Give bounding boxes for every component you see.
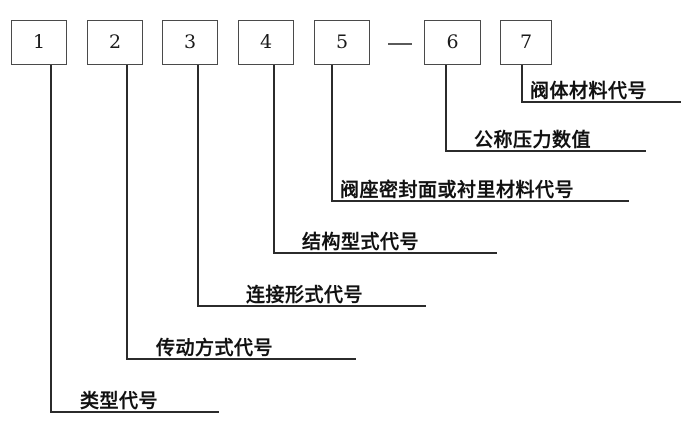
callout-label-3: 连接形式代号 (246, 284, 364, 306)
leader-line-horizontal-4 (273, 252, 497, 254)
code-box-4: 4 (238, 20, 294, 65)
leader-line-horizontal-6 (445, 150, 646, 152)
leader-line-vertical-1 (50, 65, 52, 413)
leader-line-vertical-3 (197, 65, 199, 307)
code-box-2: 2 (87, 20, 143, 65)
code-box-5: 5 (314, 20, 370, 65)
callout-label-2: 传动方式代号 (156, 337, 274, 359)
leader-line-vertical-7 (521, 65, 523, 103)
code-box-1: 1 (11, 20, 67, 65)
callout-label-7: 阀体材料代号 (530, 80, 648, 102)
leader-line-vertical-5 (331, 65, 333, 202)
leader-line-horizontal-7 (521, 101, 681, 103)
leader-line-vertical-2 (126, 65, 128, 360)
callout-label-5: 阀座密封面或衬里材料代号 (340, 179, 575, 201)
leader-line-horizontal-1 (50, 411, 219, 413)
leader-line-horizontal-3 (197, 305, 426, 307)
code-box-6: 6 (424, 20, 481, 65)
leader-line-horizontal-5 (331, 200, 629, 202)
code-box-3: 3 (162, 20, 218, 65)
leader-line-horizontal-2 (126, 358, 356, 360)
code-box-7: 7 (500, 20, 552, 65)
callout-label-4: 结构型式代号 (302, 231, 420, 253)
leader-line-vertical-6 (445, 65, 447, 152)
separator-dash-icon (388, 43, 412, 45)
callout-label-6: 公称压力数值 (474, 129, 592, 151)
leader-line-vertical-4 (273, 65, 275, 254)
callout-label-1: 类型代号 (80, 390, 159, 412)
